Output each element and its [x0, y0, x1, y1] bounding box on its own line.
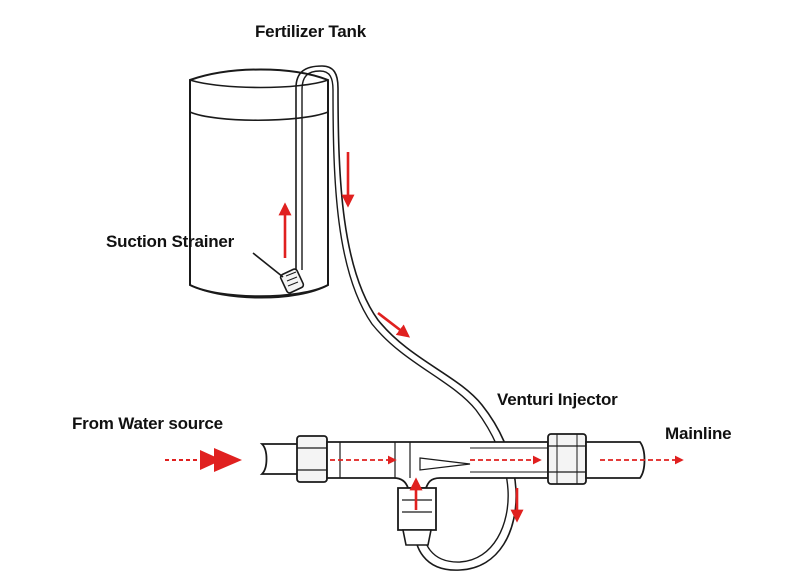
label-fertilizer-tank: Fertilizer Tank	[255, 22, 366, 41]
strainer-leader-line	[252, 252, 284, 278]
tank-rim	[189, 79, 329, 89]
suction-strainer	[279, 268, 305, 294]
tank-body	[189, 68, 329, 298]
tank-bottom	[189, 284, 329, 299]
label-venturi-injector: Venturi Injector	[497, 390, 618, 409]
venturi-throat	[419, 457, 471, 471]
flow-arrow-hose-diagonal	[377, 311, 411, 338]
flow-arrow-water-source	[165, 448, 242, 472]
suction-hose	[332, 87, 517, 571]
inlet-pipe	[259, 443, 301, 475]
fertilizer-tank	[189, 68, 329, 299]
label-from-water-source: From Water source	[72, 414, 223, 433]
suction-hose-inner	[295, 65, 339, 272]
venturi-injector	[259, 433, 646, 546]
outlet-pipe	[585, 441, 646, 479]
flow-arrows	[165, 152, 684, 523]
inlet-coupling	[296, 435, 328, 483]
label-suction-strainer: Suction Strainer	[106, 232, 235, 251]
strainer-body	[279, 268, 305, 294]
liquid-surface	[189, 111, 329, 122]
outlet-coupling	[547, 433, 587, 485]
label-mainline: Mainline	[665, 424, 732, 443]
